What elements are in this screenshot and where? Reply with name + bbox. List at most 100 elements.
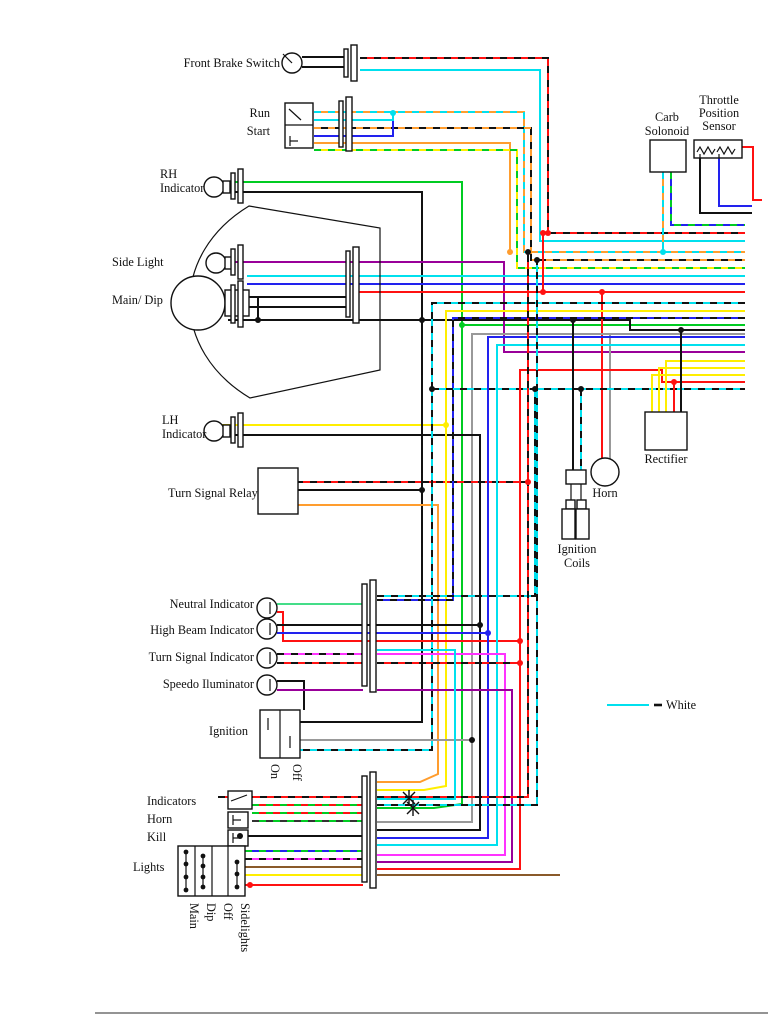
junction-dot bbox=[660, 249, 666, 255]
lights-switch[interactable] bbox=[177, 845, 246, 897]
junction-dot bbox=[419, 487, 425, 493]
indicators-switch[interactable] bbox=[227, 790, 253, 810]
wire-magenta-loop bbox=[377, 653, 506, 856]
turn-signal-relay-label: Turn Signal Relay bbox=[168, 486, 259, 500]
junction-dot bbox=[469, 737, 475, 743]
speedo-iluminator-label: Speedo Iluminator bbox=[163, 677, 254, 691]
carb-solonoid-box bbox=[649, 139, 687, 173]
kill-label: Kill bbox=[147, 830, 167, 844]
tps-label-1: Throttle bbox=[699, 93, 739, 107]
connector-handlebar-switches bbox=[361, 771, 377, 889]
wire-cyan-diode-loop bbox=[377, 649, 456, 800]
junction-dot bbox=[671, 379, 677, 385]
wire-run-white-jog bbox=[314, 113, 394, 121]
junction-dot bbox=[517, 638, 523, 644]
wire-rect-yellow-3 bbox=[665, 360, 745, 412]
wire-tps-red bbox=[742, 146, 762, 201]
junction-dot bbox=[545, 230, 551, 236]
junction-dot bbox=[534, 257, 540, 263]
high-beam-indicator-label: High Beam Indicator bbox=[150, 623, 254, 637]
rectifier-box bbox=[644, 411, 688, 451]
turn-signal-indicator-bulb bbox=[256, 647, 278, 669]
main-dip-label: Main/ Dip bbox=[112, 293, 163, 307]
junction-dot bbox=[237, 833, 243, 839]
junction-dot bbox=[525, 249, 531, 255]
junction-dot bbox=[477, 622, 483, 628]
junction-dot bbox=[517, 660, 523, 666]
wire-front-brake-red-black bbox=[360, 57, 745, 234]
carb-solonoid-label-1: Carb bbox=[655, 110, 679, 124]
rh-indicator-bulb bbox=[203, 176, 231, 198]
connector-main-dip bbox=[230, 280, 244, 328]
ignition-switch[interactable] bbox=[259, 709, 301, 759]
junction-dot bbox=[570, 317, 576, 323]
wire-cyan-dash-main bbox=[300, 302, 745, 751]
junction-dot bbox=[429, 386, 435, 392]
front-brake-switch-symbol bbox=[281, 52, 303, 74]
wire-blue-main bbox=[377, 336, 745, 839]
lights-off-label: Off bbox=[221, 903, 235, 921]
turn-signal-indicator-label: Turn Signal Indicator bbox=[149, 650, 254, 664]
connector-rh-indicator bbox=[230, 168, 244, 204]
horn-switch[interactable] bbox=[227, 811, 249, 829]
wire-start-orange bbox=[314, 142, 511, 252]
horn-label: Horn bbox=[592, 486, 617, 500]
ignition-on-label: On bbox=[268, 764, 282, 779]
wire-black-link bbox=[300, 320, 423, 723]
tps-label-3: Sensor bbox=[702, 119, 735, 133]
lights-dip-label: Dip bbox=[204, 903, 218, 921]
junction-dot bbox=[678, 327, 684, 333]
legend-white-label: White bbox=[666, 698, 697, 712]
side-light-label: Side Light bbox=[112, 255, 164, 269]
wire-gray-main bbox=[377, 333, 745, 823]
neutral-indicator-bulb bbox=[256, 597, 278, 619]
side-light-bulb bbox=[205, 252, 233, 274]
ignition-label: Ignition bbox=[209, 724, 248, 738]
wire-relay-orange bbox=[296, 504, 439, 783]
wire-white-main bbox=[377, 344, 745, 846]
rh-indicator-label-2: Indicator bbox=[160, 181, 204, 195]
junction-dot bbox=[599, 289, 605, 295]
wire-carb-blue-green bbox=[670, 172, 745, 226]
wire-rect-yellow-1 bbox=[651, 374, 745, 412]
junction-dot bbox=[540, 289, 546, 295]
wire-sidelight-black bbox=[228, 319, 745, 331]
neutral-indicator-label: Neutral Indicator bbox=[170, 597, 254, 611]
wire-tps-blue bbox=[718, 158, 752, 207]
horn-switch-label: Horn bbox=[147, 812, 172, 826]
junction-dot bbox=[578, 386, 584, 392]
junction-dot bbox=[507, 249, 513, 255]
rh-indicator-label-1: RH bbox=[160, 167, 177, 181]
wires-layer bbox=[218, 56, 762, 886]
ignition-coils-label-2: Coils bbox=[564, 556, 590, 570]
junction-dot bbox=[390, 110, 396, 116]
wire-start-yellow-green bbox=[314, 149, 745, 269]
junction-dot bbox=[459, 322, 465, 328]
horn-symbol bbox=[590, 457, 620, 487]
front-brake-switch-label: Front Brake Switch bbox=[184, 56, 280, 70]
wire-rh-black bbox=[222, 191, 423, 320]
connector-front-brake bbox=[343, 44, 358, 82]
junction-dot bbox=[485, 630, 491, 636]
connector-side-light bbox=[230, 244, 244, 280]
connector-lh-indicator bbox=[230, 412, 244, 448]
wire-ind-w2-right bbox=[377, 260, 538, 806]
wire-neutral-cyan-dash bbox=[377, 389, 536, 597]
lights-sidelights-label: Sidelights bbox=[238, 903, 252, 952]
ignition-coils-symbol bbox=[561, 469, 590, 540]
wire-neutral-red bbox=[277, 611, 520, 642]
lh-indicator-label-2: Indicator bbox=[162, 427, 206, 441]
lights-main-label: Main bbox=[187, 903, 201, 929]
speedo-iluminator-bulb bbox=[256, 674, 278, 696]
wire-speedo-black bbox=[277, 680, 305, 710]
run-start-switch[interactable] bbox=[284, 102, 314, 149]
wire-run-orange-cyan bbox=[314, 111, 745, 253]
wire-sidelight-purple bbox=[224, 261, 745, 353]
junction-dot bbox=[247, 882, 253, 888]
wire-neutral-cyan-dash bbox=[377, 389, 536, 597]
wire-purple-loop bbox=[377, 689, 513, 863]
wire-blue-dash-main bbox=[377, 317, 745, 601]
carb-solonoid-label-2: Solonoid bbox=[645, 124, 689, 138]
lh-indicator-label-1: LH bbox=[162, 413, 179, 427]
